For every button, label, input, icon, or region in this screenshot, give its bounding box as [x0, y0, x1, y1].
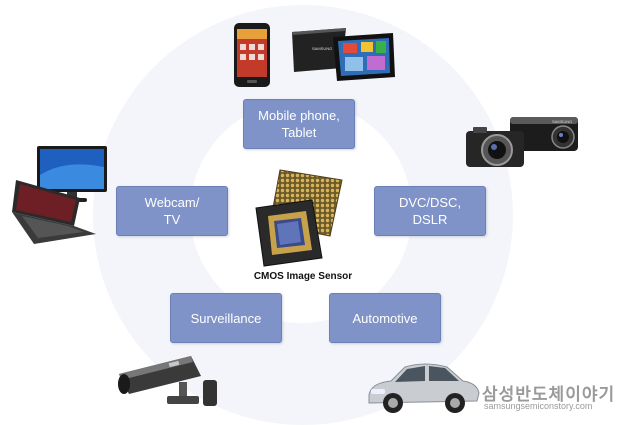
laptop-icon — [12, 180, 96, 244]
chip-icon — [255, 169, 343, 267]
watermark-url: samsungsemiconstory.com — [484, 401, 593, 411]
box-dvc-dsc-dslr: DVC/DSC, DSLR — [374, 186, 486, 236]
cctv-icon — [118, 356, 217, 406]
monitor-icon — [37, 146, 107, 202]
tablet-brand: SAMSUNG — [312, 46, 332, 51]
box-automotive: Automotive — [329, 293, 441, 343]
box-webcam-tv: Webcam/ TV — [116, 186, 228, 236]
box-mobile-tablet: Mobile phone, Tablet — [243, 99, 355, 149]
camera-brand: SAMSUNG — [552, 119, 572, 124]
camera-icon — [466, 127, 524, 167]
tablet-icon — [333, 33, 395, 81]
box-surveillance: Surveillance — [170, 293, 282, 343]
smartphone-icon — [234, 23, 270, 87]
watermark-korean: 삼성반도체이야기 — [482, 385, 616, 404]
tablet-back-icon: SAMSUNG — [292, 28, 346, 72]
car-icon — [368, 363, 480, 413]
sensor-label: CMOS Image Sensor — [253, 271, 353, 282]
camera-back-icon: SAMSUNG — [510, 117, 578, 151]
